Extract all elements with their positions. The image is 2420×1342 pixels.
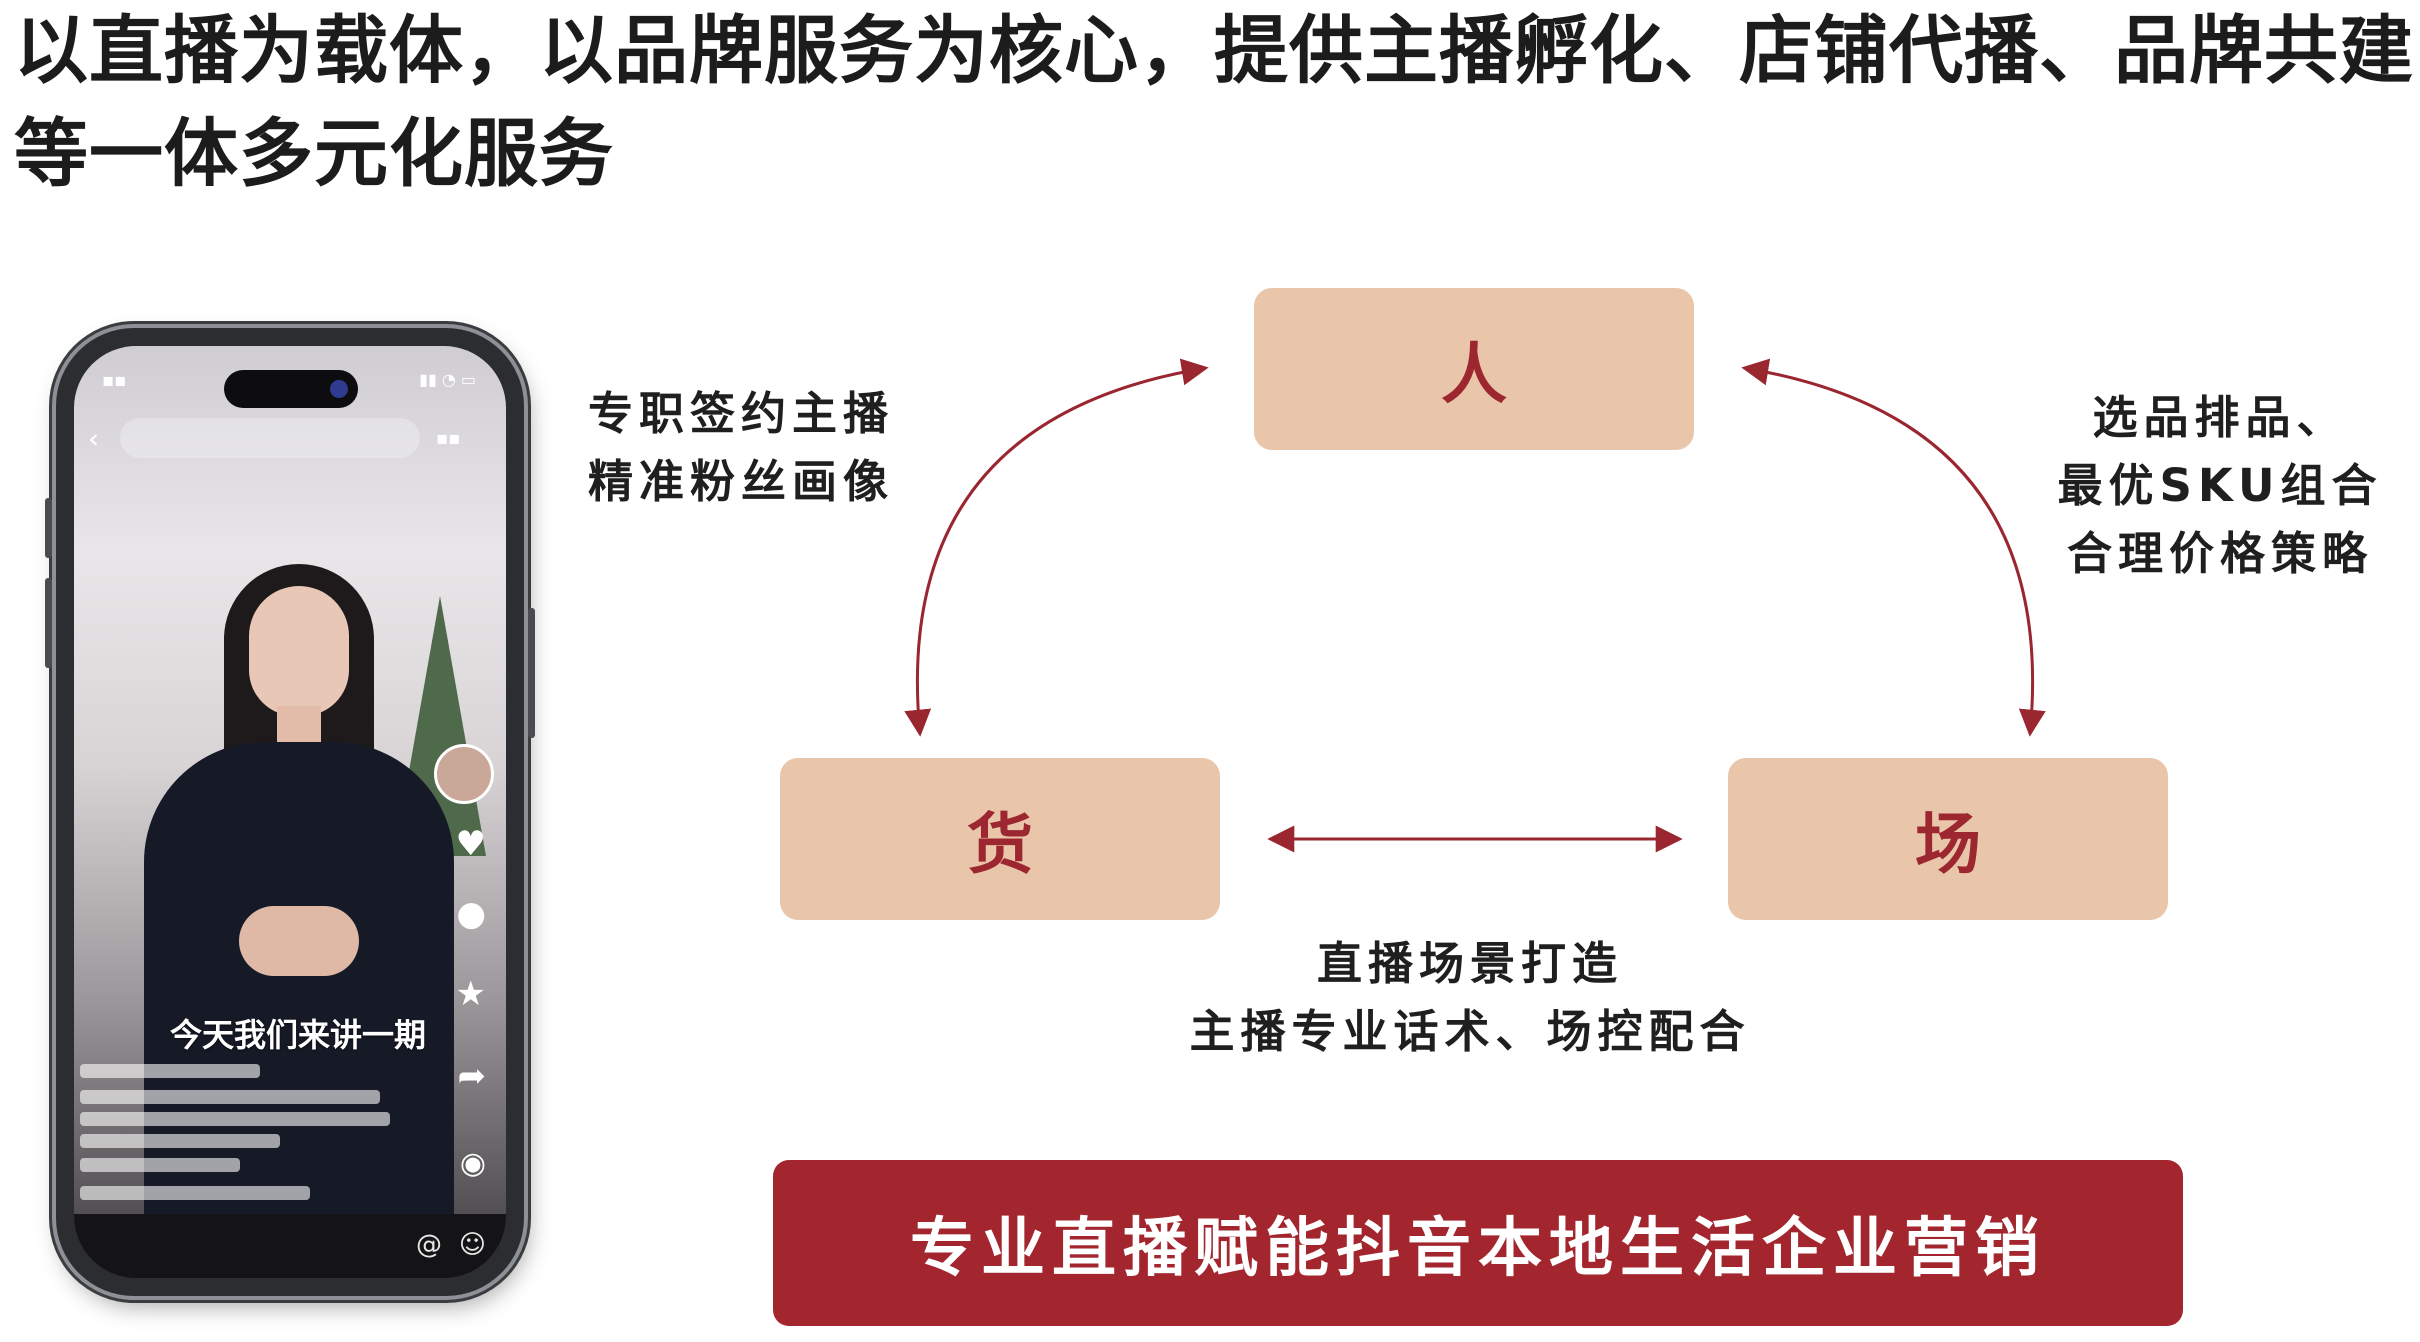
label-left-line-2: 精准粉丝画像 [588,455,895,508]
status-signal-icon: ▮▮ ◔ ▭ [419,370,476,389]
summary-banner: 专业直播赋能抖音本地生活企业营销 [773,1160,2183,1326]
presenter-face [249,586,349,716]
status-time-icon: ▪▪ [102,370,127,391]
video-author-line [80,1064,260,1078]
headline: 以直播为载体，以品牌服务为核心，提供主播孵化、店铺代播、品牌共建 等一体多元化服… [14,0,2414,206]
comment-icon[interactable]: ● [456,894,486,934]
label-right-line-3: 合理价格策略 [2066,527,2373,580]
arrow-ren-chang [1741,358,2046,737]
phone-screen: ▪▪ ▮▮ ◔ ▭ ‹ ▪▪ ♥ ● ★ ➦ ◉ 今天我们来讲一期 @ ☺ [74,346,506,1278]
label-right-line-1: 选品排品、 [2092,391,2348,444]
label-right: 选品排品、 最优SKU组合 合理价格策略 [2020,384,2420,588]
video-desc-line [80,1090,380,1104]
music-disc-icon[interactable]: ◉ [459,1146,486,1181]
phone-mockup: ▪▪ ▮▮ ◔ ▭ ‹ ▪▪ ♥ ● ★ ➦ ◉ 今天我们来讲一期 @ ☺ [45,328,535,1296]
video-search-bar[interactable] [120,418,420,458]
phone-volume-button [45,578,52,668]
label-right-line-2: 最优SKU组合 [2057,459,2383,512]
label-left: 专职签约主播 精准粉丝画像 [588,380,894,516]
comment-input-bar[interactable]: @ ☺ [74,1214,506,1278]
creator-avatar[interactable] [434,744,494,804]
phone-power-button [528,608,535,738]
arrow-ren-huo [904,358,1209,737]
dynamic-island [224,370,358,408]
headline-line-2: 等一体多元化服务 [14,111,614,197]
presenter-hands [239,906,359,976]
heart-icon[interactable]: ♥ [455,824,486,864]
at-mention-icon[interactable]: @ [416,1230,442,1260]
label-left-line-1: 专职签约主播 [588,387,895,440]
video-desc-line [80,1134,280,1148]
share-icon[interactable]: ➦ [457,1056,487,1096]
label-bottom: 直播场景打造 主播专业话术、场控配合 [1140,930,1800,1066]
search-action-icon[interactable]: ▪▪ [436,428,461,449]
headline-line-1: 以直播为载体，以品牌服务为核心，提供主播孵化、店铺代播、品牌共建 [14,8,2414,94]
star-icon[interactable]: ★ [455,974,486,1014]
video-desc-line [80,1112,390,1126]
emoji-icon[interactable]: ☺ [458,1230,486,1260]
video-music-line [80,1186,310,1200]
video-caption: 今天我们来讲一期 [170,1016,427,1054]
label-bottom-line-1: 直播场景打造 [1316,937,1623,990]
phone-side-button [45,498,52,558]
node-ren: 人 [1254,288,1694,450]
back-chevron-icon[interactable]: ‹ [88,422,100,455]
label-bottom-line-2: 主播专业话术、场控配合 [1189,1005,1751,1058]
video-date-line [80,1158,240,1172]
node-chang: 场 [1728,758,2168,920]
node-huo: 货 [780,758,1220,920]
